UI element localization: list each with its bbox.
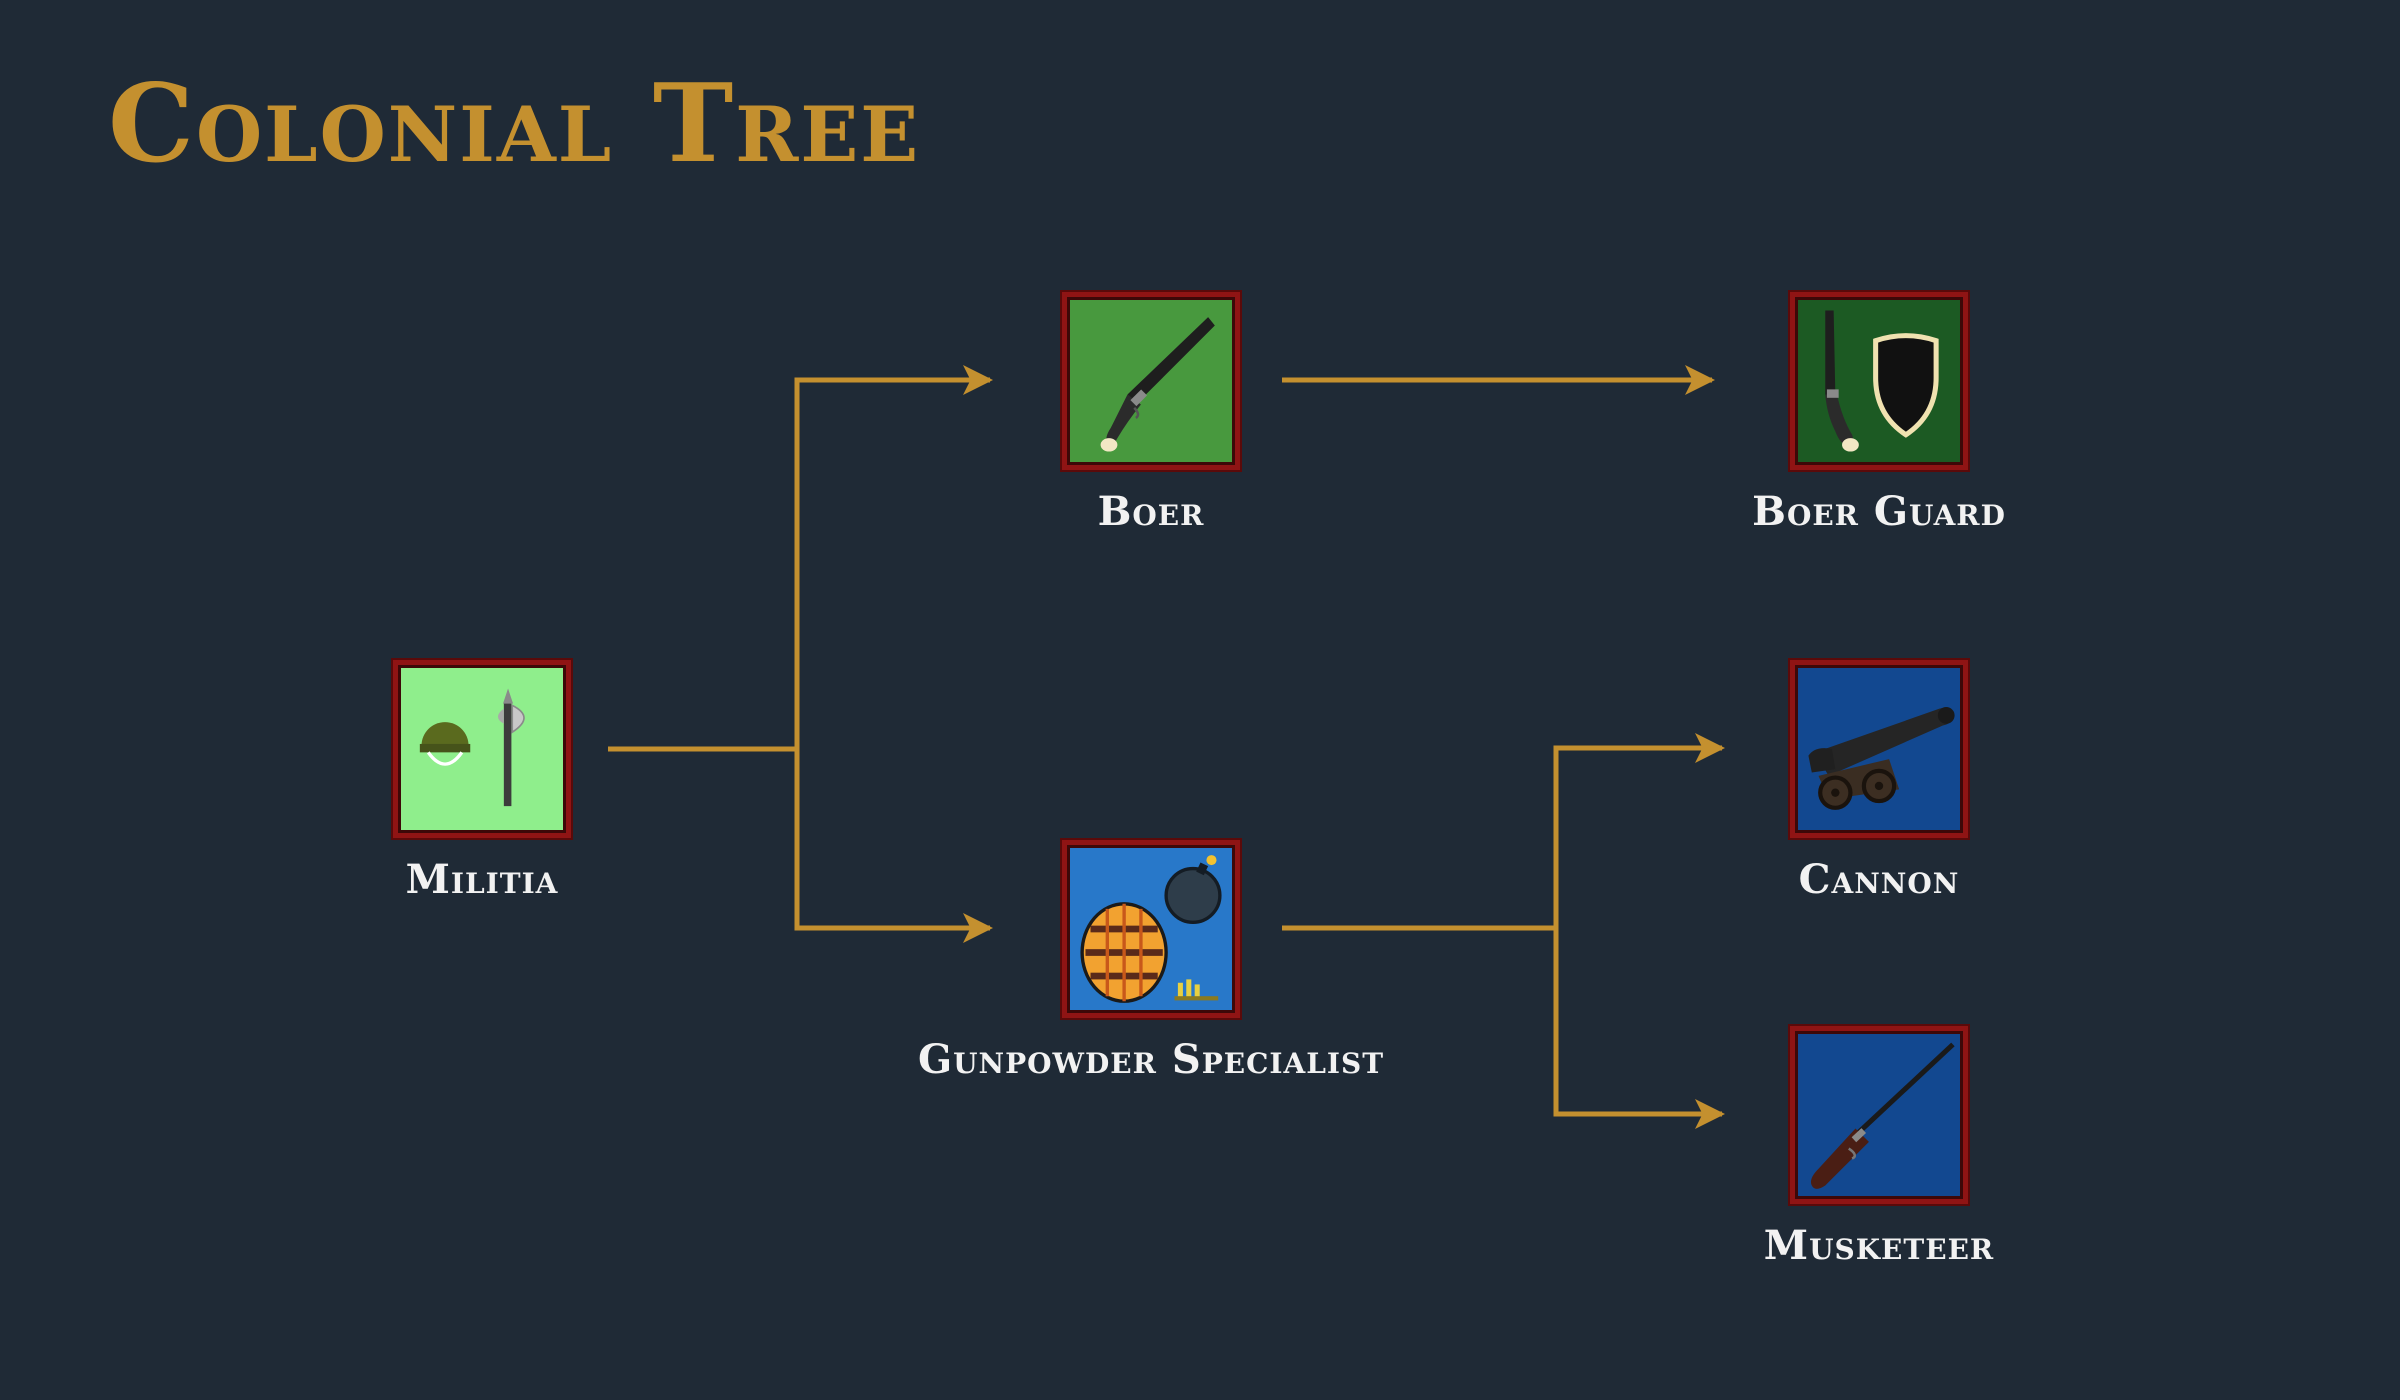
unit-node-militia[interactable]: Militia	[393, 660, 571, 903]
unit-tile-gunpowder-specialist[interactable]	[1062, 840, 1240, 1018]
connector-to-musketeer	[1553, 928, 1725, 1129]
unit-node-cannon[interactable]: Cannon	[1790, 660, 1968, 903]
cannon-icon	[1808, 707, 1955, 810]
unit-node-boer[interactable]: Boer	[1062, 292, 1240, 535]
page-title: Colonial Tree	[108, 61, 921, 187]
unit-tile-boer[interactable]	[1062, 292, 1240, 470]
unit-node-gunpowder-specialist[interactable]: Gunpowder Specialist	[918, 840, 1383, 1083]
flintlock-pistol-icon	[1100, 317, 1215, 452]
helmet-and-halberd-icon	[419, 688, 525, 807]
powder-keg-and-bomb-icon	[1080, 855, 1222, 1003]
unit-label-gunpowder-specialist: Gunpowder Specialist	[917, 1036, 1385, 1083]
unit-tile-musketeer[interactable]	[1790, 1026, 1968, 1204]
unit-label-boer-guard: Boer Guard	[1752, 488, 2006, 535]
unit-node-boer-guard[interactable]: Boer Guard	[1752, 292, 2005, 535]
connector-to-cannon	[1553, 733, 1725, 928]
unit-tile-boer-guard[interactable]	[1790, 292, 1968, 470]
connector-to-gunpowder-specialist	[794, 749, 993, 943]
unit-label-musketeer: Musketeer	[1763, 1222, 1995, 1269]
connector-to-boer	[794, 365, 993, 749]
unit-tile-militia[interactable]	[393, 660, 571, 838]
unit-tile-cannon[interactable]	[1790, 660, 1968, 838]
unit-label-boer: Boer	[1097, 488, 1205, 535]
pistol-and-shield-icon	[1825, 310, 1939, 452]
unit-node-musketeer[interactable]: Musketeer	[1764, 1026, 1993, 1269]
unit-label-militia: Militia	[405, 856, 559, 903]
unit-label-cannon: Cannon	[1798, 856, 1960, 903]
musket-icon	[1810, 1042, 1955, 1189]
